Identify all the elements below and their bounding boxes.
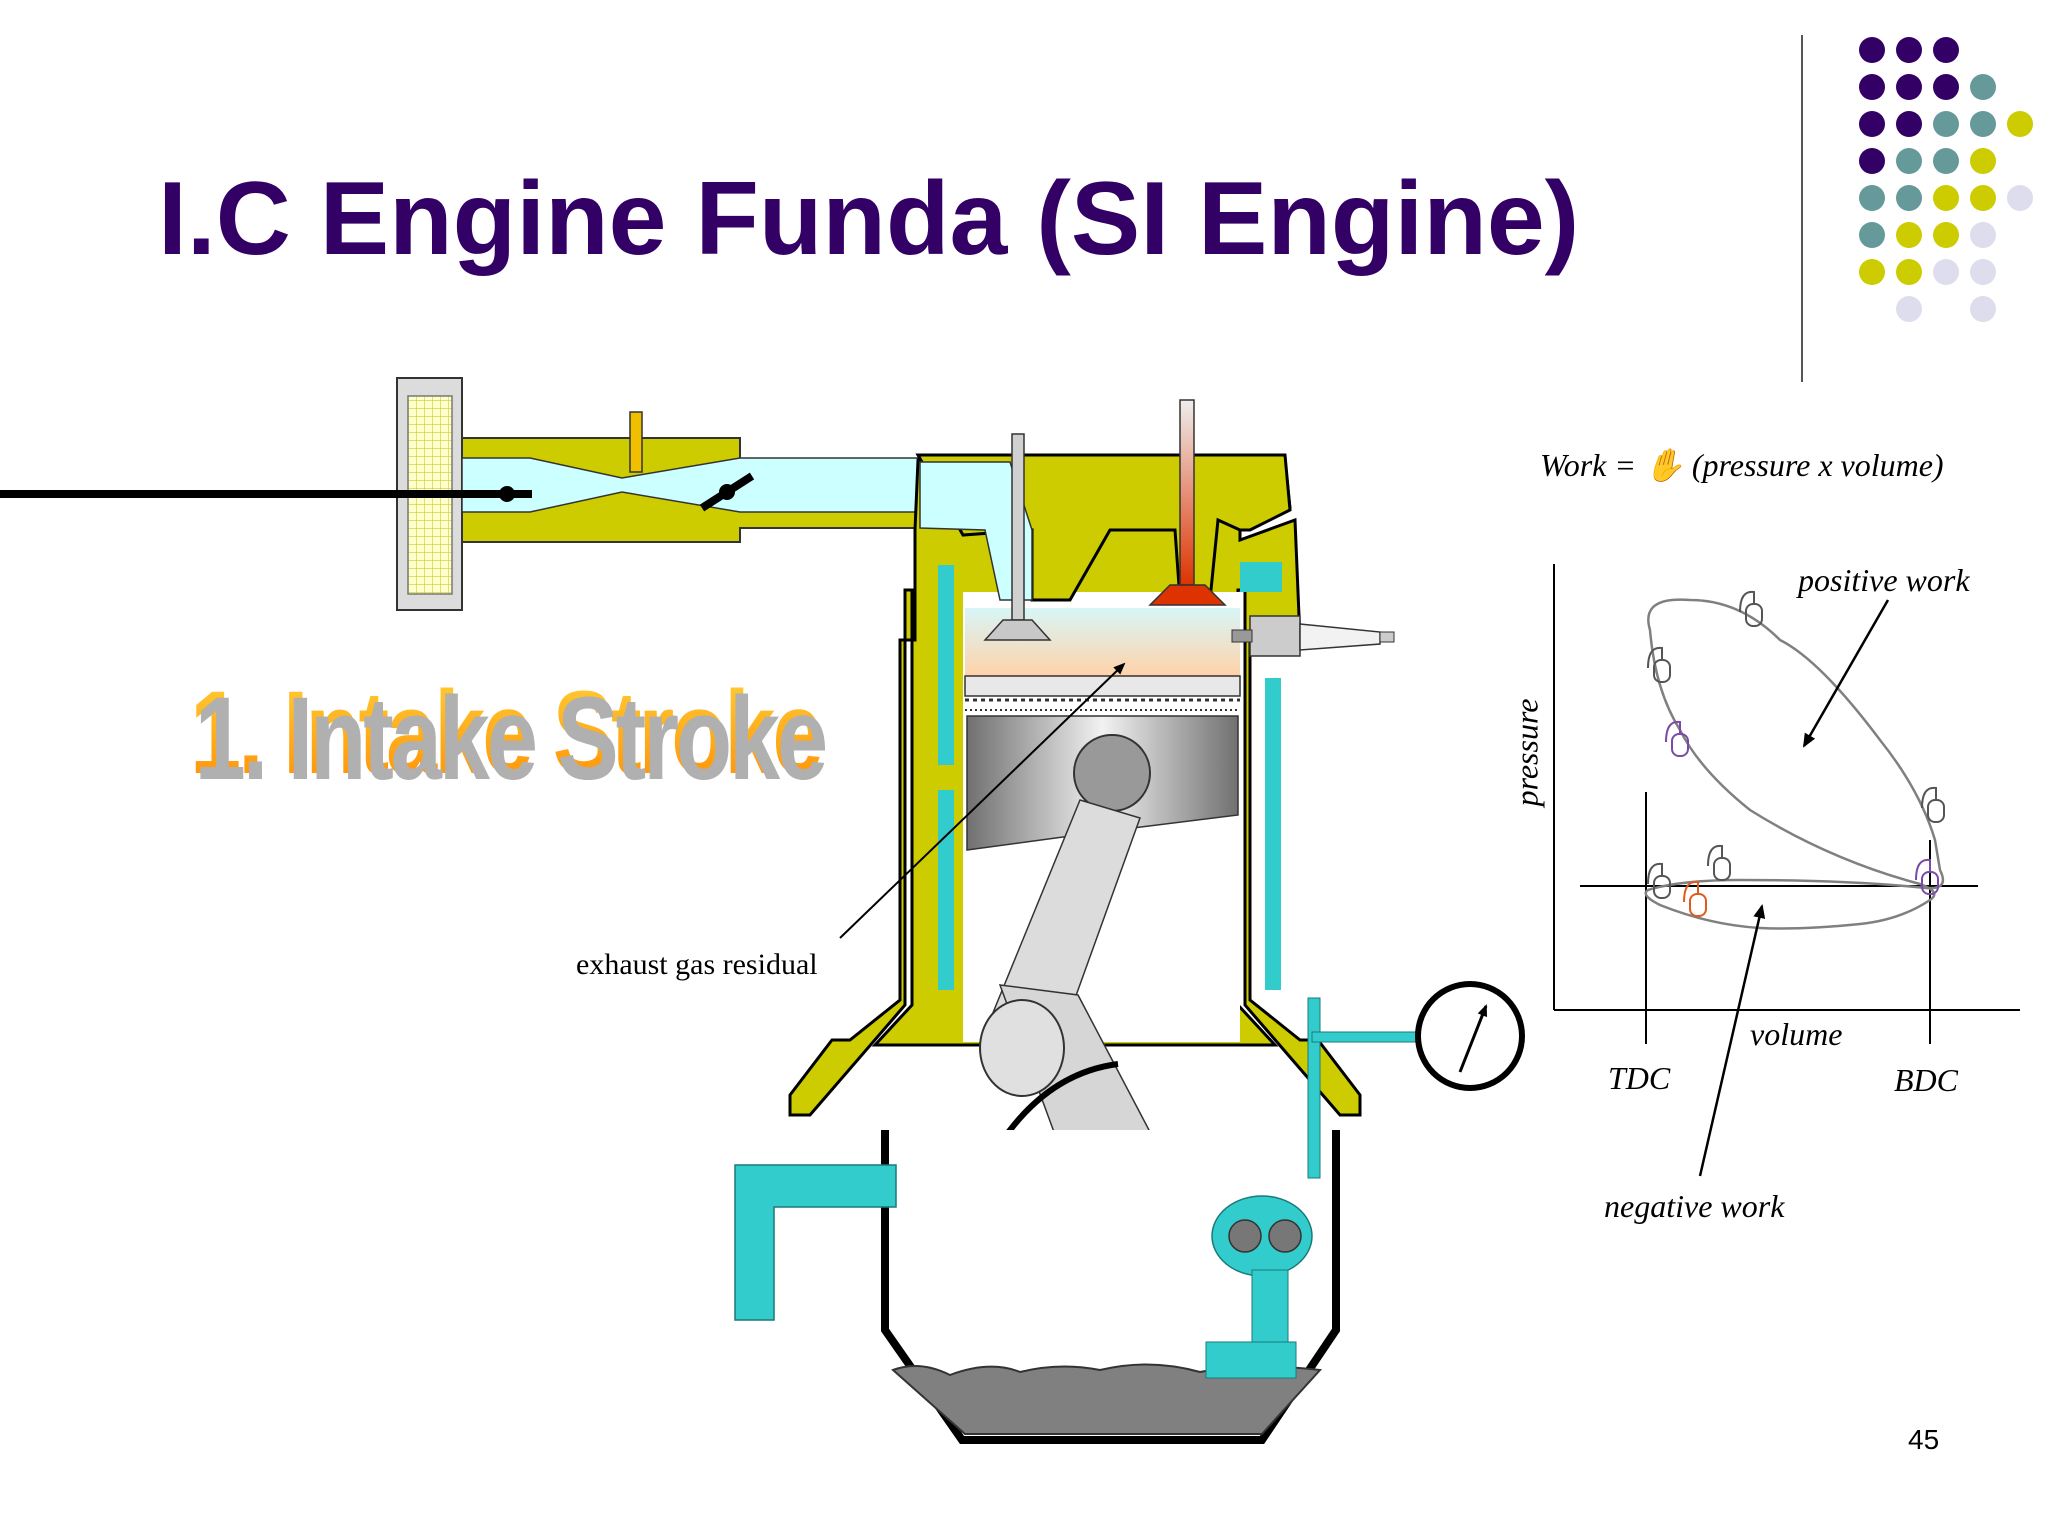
tdc-label: TDC: [1608, 1060, 1671, 1096]
exhaust-valve: [1148, 399, 1227, 606]
pressure-axis-label: pressure: [1508, 698, 1545, 807]
positive-work-label: positive work: [1798, 562, 1970, 598]
choke-valve-icon: [0, 486, 532, 502]
slide-number: 45: [1908, 1424, 1940, 1455]
exhaust-label-leader: [839, 662, 1126, 939]
mouse-cursor-icon: [1647, 590, 1945, 899]
pv-loop: [1644, 598, 1945, 930]
work-formula: Work = ✋ (pressure x volume): [1540, 447, 1944, 483]
positive-work-arrow: [1802, 599, 1890, 748]
negative-work-label: negative work: [1604, 1188, 1785, 1224]
oil-pump-icon: [1205, 997, 1423, 1379]
negative-work-arrow: [1698, 904, 1766, 1177]
exhaust-gas-residual-label: exhaust gas residual: [576, 948, 818, 981]
intake-manifold: [0, 411, 921, 543]
throttle-valve-icon: [699, 472, 755, 512]
mouse-cursor-icon: [1683, 880, 1707, 917]
intake-valve: [983, 433, 1052, 641]
mouse-cursor-icon: [1665, 720, 1939, 895]
spark-plug: [1231, 615, 1395, 657]
stroke-label: 1. Intake Stroke: [190, 667, 824, 799]
breather-pipe: [734, 1164, 897, 1321]
slide-title: I.C Engine Funda (SI Engine): [158, 161, 1580, 277]
volume-axis-label: volume: [1750, 1016, 1843, 1052]
bdc-label: BDC: [1894, 1062, 1958, 1098]
gauge-icon: [1415, 981, 1525, 1091]
decorative-dot-grid: [1801, 35, 2033, 382]
